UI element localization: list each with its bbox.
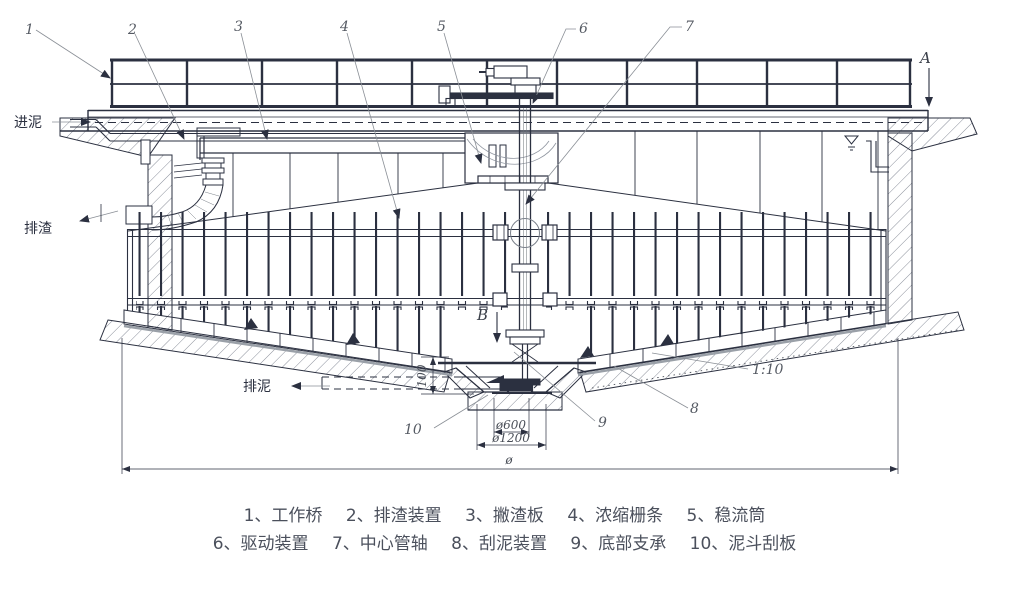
callout-8: 8 <box>690 401 699 417</box>
legend: 1、工作桥 2、排渣装置 3、撇渣板 4、浓缩栅条 5、稳流筒 6、驱动装置 7… <box>0 502 1009 558</box>
legend-item: 9、底部支承 <box>570 534 667 554</box>
bridge-deck <box>60 109 929 132</box>
stilling-well <box>464 132 559 184</box>
legend-item: 1、工作桥 <box>243 506 323 526</box>
callout-6: 6 <box>579 21 588 37</box>
drive-unit <box>438 65 554 108</box>
label-sludge-out: 排泥 <box>243 379 271 395</box>
callout-numbers: 1 2 3 4 5 6 7 8 9 10 A B <box>25 19 931 438</box>
label-scum-out: 排渣 <box>24 221 52 237</box>
legend-row-2: 6、驱动装置 7、中心管轴 8、刮泥装置 9、底部支承 10、泥斗刮板 <box>0 530 1009 558</box>
hub-circle <box>510 218 540 248</box>
legend-item: 6、驱动装置 <box>212 534 309 554</box>
legend-item: 5、稳流筒 <box>686 506 766 526</box>
legend-row-1: 1、工作桥 2、排渣装置 3、撇渣板 4、浓缩栅条 5、稳流筒 <box>0 502 1009 530</box>
center-shaft <box>492 98 558 344</box>
subgrade-dotted-line <box>591 329 959 389</box>
section-mark-b: B <box>476 306 488 324</box>
callout-7: 7 <box>685 19 694 35</box>
section-mark-a: A <box>918 49 931 67</box>
legend-item: 4、浓缩栅条 <box>567 506 664 526</box>
dim-depth-100: 100 <box>415 364 429 387</box>
callout-3: 3 <box>234 19 243 35</box>
hopper-slab <box>467 391 563 411</box>
callout-5: 5 <box>437 19 446 35</box>
left-wall-cap <box>59 117 176 158</box>
legend-item: 2、排渣装置 <box>345 506 442 526</box>
dim-overall-diameter: ø <box>504 453 513 467</box>
legend-item: 3、撇渣板 <box>465 506 544 526</box>
callout-leaders <box>35 26 749 429</box>
label-slope: 1:10 <box>752 362 784 378</box>
effluent-launder <box>866 140 889 173</box>
callout-10: 10 <box>404 422 422 438</box>
flow-labels: 进泥 排渣 排泥 1:10 <box>14 115 784 395</box>
section-marks <box>493 68 933 343</box>
dimensions <box>121 338 899 474</box>
water-level-icon <box>843 135 860 151</box>
callout-1: 1 <box>25 22 34 38</box>
legend-item: 10、泥斗刮板 <box>689 534 797 554</box>
callout-9: 9 <box>598 415 607 431</box>
dim-hopper-top: ø1200 <box>491 431 530 445</box>
callout-2: 2 <box>127 22 137 38</box>
legend-item: 7、中心管轴 <box>331 534 428 554</box>
callout-4: 4 <box>339 19 349 35</box>
influent-pipe <box>70 118 465 142</box>
right-wall <box>887 132 913 325</box>
dim-hopper-bottom: ø600 <box>495 418 526 432</box>
label-inlet: 进泥 <box>14 115 42 131</box>
scraper-blades <box>123 309 887 377</box>
bottom-assembly <box>438 329 596 394</box>
legend-item: 8、刮泥装置 <box>451 534 547 554</box>
